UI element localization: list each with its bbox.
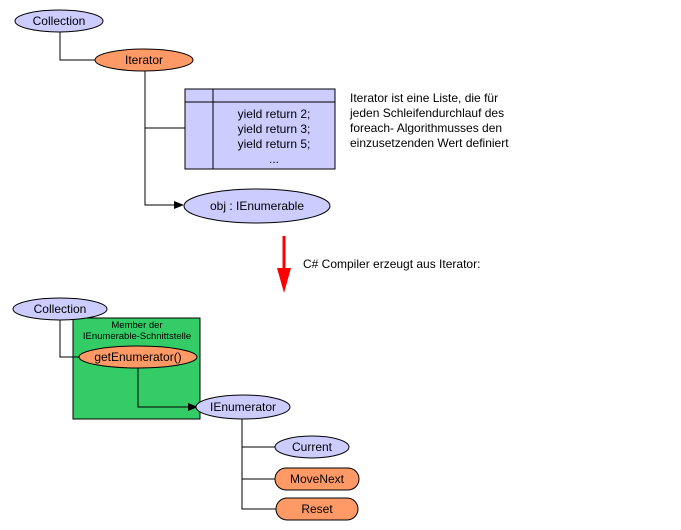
listing-line: yield return 2; bbox=[238, 107, 311, 121]
iterator-note: Iterator ist eine Liste, die für jeden S… bbox=[349, 91, 509, 150]
connector-ienumerator-members bbox=[241, 418, 276, 510]
collection-node-top: Collection bbox=[14, 9, 104, 33]
get-enumerator-label: getEnumerator() bbox=[94, 350, 181, 364]
iterator-node: Iterator bbox=[94, 48, 194, 72]
note-line: foreach- Algorithmusses den bbox=[350, 121, 502, 135]
member-interface-box bbox=[72, 317, 201, 420]
listing-line: ... bbox=[269, 152, 279, 166]
move-next-node: MoveNext bbox=[274, 467, 360, 491]
note-line: einzusetzenden Wert definiert bbox=[350, 136, 509, 150]
compiler-transform-arrow bbox=[277, 236, 291, 293]
reset-node: Reset bbox=[275, 497, 359, 521]
connector-getenumerator-ienumerator bbox=[137, 368, 198, 411]
connector-collection-iterator bbox=[59, 32, 95, 61]
collection-node-bottom: Collection bbox=[12, 297, 108, 321]
connector-collection-getenumerator bbox=[59, 320, 80, 358]
listing-line: yield return 3; bbox=[238, 122, 311, 136]
ienumerator-label: IEnumerator bbox=[210, 400, 276, 414]
get-enumerator-node: getEnumerator() bbox=[78, 345, 198, 369]
listing-line: yield return 5; bbox=[238, 137, 311, 151]
current-node: Current bbox=[274, 435, 350, 459]
collection-label-top: Collection bbox=[33, 14, 86, 28]
reset-label: Reset bbox=[301, 502, 333, 516]
collection-label-bottom: Collection bbox=[34, 302, 87, 316]
current-label: Current bbox=[292, 440, 333, 454]
yield-listing-table: yield return 2; yield return 3; yield re… bbox=[184, 88, 336, 170]
enumerable-label: obj : IEnumerable bbox=[210, 199, 304, 213]
compiler-caption: C# Compiler erzeugt aus Iterator: bbox=[303, 257, 480, 271]
move-next-label: MoveNext bbox=[290, 472, 345, 486]
enumerable-node: obj : IEnumerable bbox=[183, 188, 331, 224]
iterator-label: Iterator bbox=[125, 53, 163, 67]
member-box-line: Member der bbox=[111, 320, 162, 331]
member-box-line: IEnumerable-Schnittstelle bbox=[83, 331, 191, 342]
note-line: jeden Schleifendurchlauf des bbox=[349, 106, 504, 120]
connector-iterator-enumerable bbox=[144, 71, 184, 209]
ienumerator-node: IEnumerator bbox=[195, 394, 291, 420]
note-line: Iterator ist eine Liste, die für bbox=[350, 91, 498, 105]
